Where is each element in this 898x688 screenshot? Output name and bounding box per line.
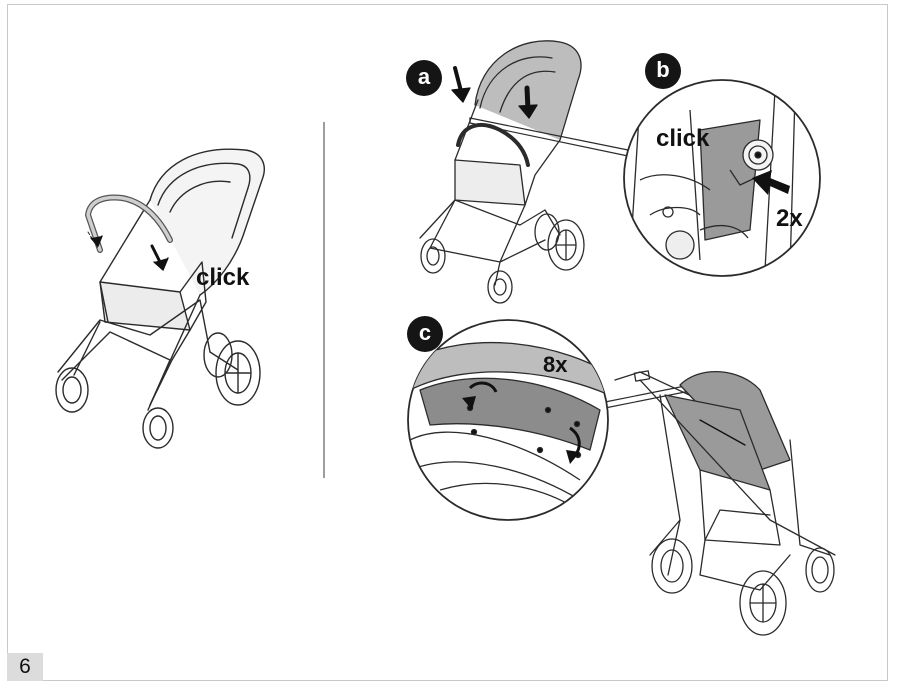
page-number-tab [7, 653, 43, 681]
section-divider [323, 122, 325, 478]
step-b-click-label: click [656, 125, 710, 152]
step-a-badge: a [406, 60, 442, 96]
step-c-count-label: 8x [543, 352, 568, 377]
left-stroller-illustration [55, 148, 265, 449]
step-c-stroller-illustration [614, 370, 836, 636]
step-b-badge: b [645, 53, 681, 89]
step-a-stroller-illustration [419, 40, 629, 304]
step-b-detail-illustration [623, 79, 821, 277]
step-c-detail-illustration [407, 319, 691, 521]
step-b-count-label: 2x [776, 205, 803, 232]
step-c-badge: c [407, 316, 443, 352]
page-frame [7, 4, 888, 681]
page-number: 6 [19, 655, 31, 678]
left-click-label: click [196, 264, 250, 291]
